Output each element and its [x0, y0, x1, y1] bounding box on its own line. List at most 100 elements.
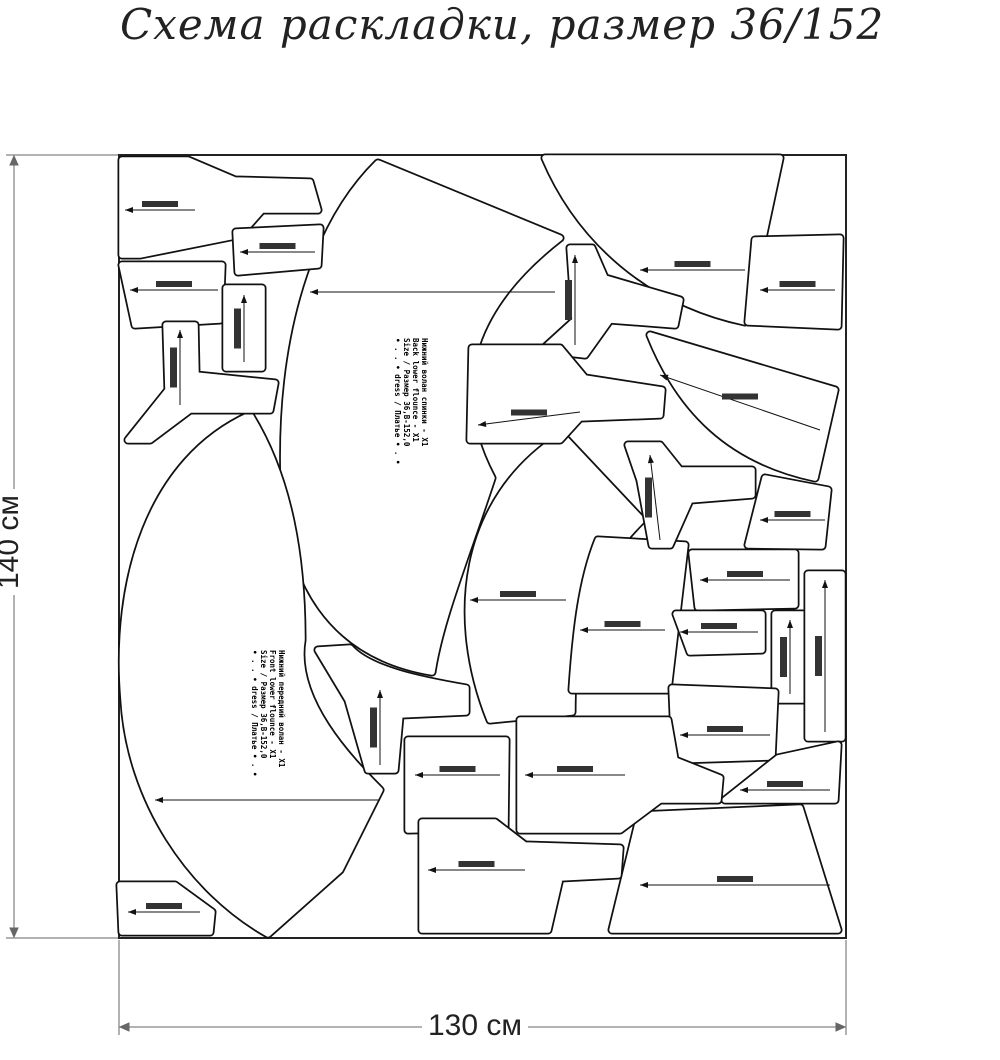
pattern-piece-bottom-right-trap [607, 803, 843, 935]
piece-label-block [146, 903, 182, 909]
pattern-piece-front-lower-flounce [117, 410, 385, 939]
piece-label-block [370, 707, 377, 748]
pattern-piece-rect-right-1 [743, 233, 845, 331]
piece-label-block [458, 861, 495, 867]
piece-label-block [774, 511, 811, 517]
seam-allowance [405, 737, 509, 833]
svg-text:• . . • dress / Платье • . •: • . . • dress / Платье • . • [250, 650, 259, 776]
arrowhead-icon [428, 867, 436, 873]
piece-label-block [674, 261, 711, 267]
seam-allowance [673, 611, 765, 655]
arrowhead-icon [640, 882, 648, 888]
piece-label-block [259, 243, 296, 249]
piece-label-block [439, 766, 476, 772]
arrowhead-icon [647, 455, 654, 464]
arrowhead-icon [760, 287, 768, 293]
seam-allowance [669, 685, 778, 763]
seam-allowance [647, 332, 838, 481]
pattern-piece-facing-left-mid [313, 643, 471, 775]
seam-allowance [119, 262, 225, 328]
piece-label-front-flounce: • . . • dress / Платье • . • Size / Разм… [250, 650, 286, 776]
pattern-piece-small-top-1 [231, 223, 325, 277]
piece-label-block [604, 621, 641, 627]
piece-label-block [142, 201, 178, 207]
svg-text:Нижний волан спинки - X1: Нижний волан спинки - X1 [420, 338, 429, 447]
svg-text:Size / Размер 36,B-152,0: Size / Размер 36,B-152,0 [259, 650, 268, 759]
piece-label-block [511, 409, 547, 416]
seam-allowance [569, 537, 688, 693]
pattern-piece-sleeve-right [623, 440, 757, 550]
arrowhead-icon [377, 690, 383, 698]
pattern-piece-bodice-mid [465, 343, 667, 445]
svg-text:Back lower flounce - X1: Back lower flounce - X1 [411, 338, 420, 442]
piece-label-block [234, 308, 241, 349]
arrowhead-icon [470, 597, 478, 603]
pattern-piece-bodice-back-3 [417, 817, 625, 935]
piece-label-block [815, 636, 822, 676]
seam-allowance [722, 742, 841, 803]
seam-allowance [609, 805, 841, 933]
pattern-piece-right-fan [645, 330, 840, 483]
piece-label-block [767, 781, 803, 787]
arrowhead-icon [760, 517, 768, 523]
arrowhead-icon [580, 627, 588, 633]
pattern-piece-center-fan [567, 535, 690, 695]
height-dimension-label: 140 см [0, 488, 27, 596]
seam-allowance [233, 225, 323, 275]
pattern-pieces [115, 153, 847, 939]
piece-label-block [557, 766, 593, 772]
piece-label-block [500, 591, 536, 597]
pattern-piece-rect-right-5 [667, 683, 780, 765]
svg-text:Size / Размер 36,B-152,0: Size / Размер 36,B-152,0 [402, 338, 411, 447]
seam-allowance [125, 322, 278, 443]
pattern-piece-middle-flounce [463, 430, 647, 725]
pattern-piece-rect-right-2 [743, 473, 833, 551]
arrowhead-icon [177, 330, 183, 338]
arrowhead-icon [787, 620, 793, 628]
arrowhead-icon [740, 787, 748, 793]
pattern-piece-bodice-back-1 [403, 735, 511, 835]
seam-allowance [119, 412, 383, 937]
arrowhead-icon [125, 207, 133, 213]
seam-allowance [539, 245, 683, 358]
page-title: Схема раскладки, размер 36/152 [120, 0, 885, 49]
arrowhead-icon [572, 255, 578, 263]
fabric-frame [118, 154, 847, 939]
piece-label-block [707, 726, 743, 732]
arrowhead-icon [680, 732, 688, 738]
pattern-piece-bodice-front-top [117, 155, 323, 260]
arrowhead-icon [478, 421, 487, 427]
pattern-piece-bodice-back-2 [515, 715, 725, 835]
seam-allowance [542, 155, 783, 325]
grainline-arrow [649, 454, 661, 541]
seam-allowance [315, 645, 469, 773]
piece-label-back-flounce: • . . • dress / Платье • . • Size / Разм… [393, 338, 429, 464]
arrowhead-icon [640, 267, 648, 273]
arrowhead-icon [700, 577, 708, 583]
svg-text:• . . • dress / Платье • . •: • . . • dress / Платье • . • [393, 338, 402, 464]
svg-text:Front lower flounce - X1: Front lower flounce - X1 [268, 650, 277, 759]
piece-label-block [727, 571, 763, 577]
piece-label-block [156, 281, 192, 287]
seam-allowance [419, 819, 623, 933]
width-dimension-label: 130 см [422, 1009, 529, 1043]
seam-allowance [467, 345, 665, 443]
piece-label-block [722, 393, 758, 400]
seam-allowance [119, 157, 321, 258]
piece-label-block [717, 876, 753, 882]
piece-label-block [170, 347, 177, 388]
piece-label-block [645, 477, 652, 518]
arrowhead-icon [128, 909, 136, 915]
svg-text:Нижний передний волан - X1: Нижний передний волан - X1 [277, 650, 286, 768]
arrowhead-icon [130, 287, 138, 293]
pattern-piece-narrow-right-1 [770, 609, 810, 705]
arrowhead-icon [822, 580, 828, 588]
pattern-piece-rect-left-2 [221, 283, 267, 373]
arrowhead-icon [155, 797, 163, 803]
pattern-piece-small-right-4 [671, 609, 767, 657]
piece-label-block [701, 623, 737, 629]
piece-label-block [565, 280, 572, 320]
arrowhead-icon [240, 249, 248, 255]
pattern-piece-sleeve-mid [537, 243, 685, 360]
